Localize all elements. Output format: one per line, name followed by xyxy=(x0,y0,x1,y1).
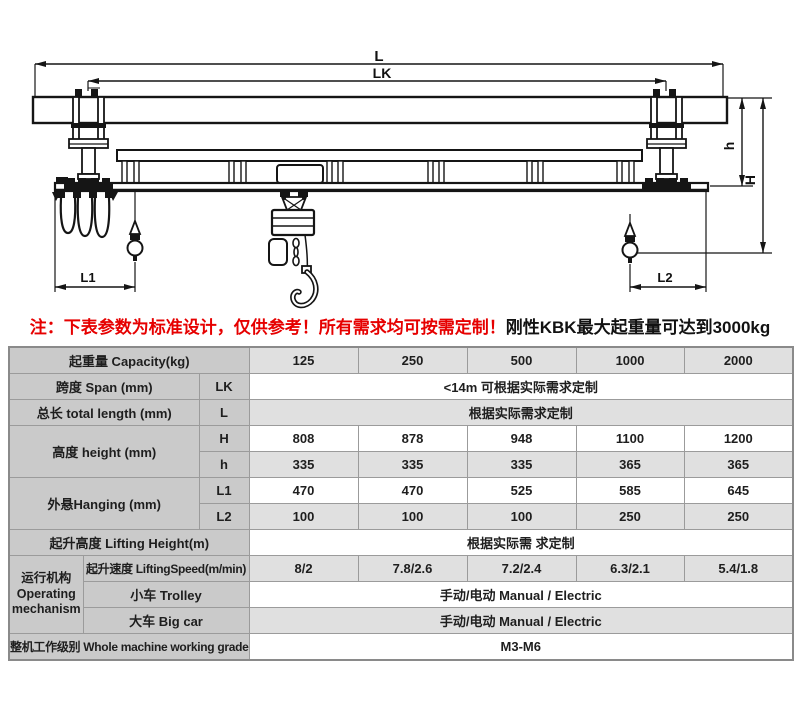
value-cell: 7.8/2.6 xyxy=(357,555,468,582)
operating-mechanism-label: 运行机构 Operating mechanism xyxy=(8,555,84,634)
value-cell: 948 xyxy=(466,425,577,452)
value-cell: 470 xyxy=(248,477,359,504)
value-cell: 250 xyxy=(575,503,685,530)
dimension-hanging-right: L2 xyxy=(629,192,707,292)
dimension-height-small: h xyxy=(721,98,745,186)
value-cell: 125 xyxy=(248,346,359,374)
dimension-height-big: H xyxy=(742,98,766,253)
value-cell: 7.2/2.4 xyxy=(466,555,577,582)
row-lifting-speed: 运行机构 Operating mechanism 起升速度 LiftingSpe… xyxy=(8,555,794,634)
dimension-total-length: L xyxy=(34,48,724,97)
big-car-label: 大车 Big car xyxy=(82,607,250,634)
row-trolley: 小车 Trolley 手动/电动 Manual / Electric xyxy=(9,581,794,608)
value-cell: 500 xyxy=(466,346,577,374)
operating-label-cn: 运行机构 xyxy=(21,571,72,586)
chain-hoist xyxy=(268,191,319,309)
height-H-symbol: H xyxy=(198,425,250,452)
lifting-speed-label: 起升速度 LiftingSpeed(m/min) xyxy=(82,555,250,582)
row-working-grade: 整机工作级别 Whole machine working grade M3-M6 xyxy=(8,633,794,661)
value-cell: 365 xyxy=(575,451,685,478)
value-cell: 335 xyxy=(466,451,577,478)
lifting-height-label: 起升高度 Lifting Height(m) xyxy=(8,529,250,556)
height-label: 高度 height (mm) xyxy=(8,425,200,478)
trolley-value: 手动/电动 Manual / Electric xyxy=(248,581,794,608)
cable-pendant-right xyxy=(621,214,639,264)
big-car-value: 手动/电动 Manual / Electric xyxy=(248,607,794,634)
operating-label-en2: mechanism xyxy=(11,602,81,617)
value-cell: 585 xyxy=(575,477,685,504)
value-cell: 100 xyxy=(248,503,359,530)
working-grade-label: 整机工作级别 Whole machine working grade xyxy=(8,633,250,661)
value-cell: 100 xyxy=(357,503,468,530)
value-cell: 6.3/2.1 xyxy=(575,555,685,582)
festoon-cable-loops xyxy=(52,192,118,239)
dim-label-LK: LK xyxy=(373,65,392,81)
value-cell: 525 xyxy=(466,477,577,504)
note-black-text: 刚性KBK最大起重量可达到3000kg xyxy=(505,318,771,337)
value-cell: 365 xyxy=(683,451,794,478)
trolley-label: 小车 Trolley xyxy=(82,581,250,608)
hanging-label: 外悬Hanging (mm) xyxy=(8,477,200,530)
row-hanging-L2: L2 100 100 100 250 250 xyxy=(9,503,794,530)
row-hanging-L1: 外悬Hanging (mm) L1 470 470 525 585 645 xyxy=(8,477,794,530)
dim-label-L: L xyxy=(374,48,383,65)
value-cell: 1100 xyxy=(575,425,685,452)
total-length-label: 总长 total length (mm) xyxy=(8,399,200,426)
crane-diagram: L LK xyxy=(0,0,800,312)
value-cell: 100 xyxy=(466,503,577,530)
crane-diagram-svg: L LK xyxy=(31,48,772,309)
height-h-symbol: h xyxy=(198,451,250,478)
value-cell: 250 xyxy=(357,346,468,374)
value-cell: 1200 xyxy=(683,425,794,452)
row-height-h: h 335 335 335 365 365 xyxy=(9,451,794,478)
dim-label-H: H xyxy=(742,175,758,185)
value-cell: 2000 xyxy=(683,346,794,374)
row-capacity: 起重量 Capacity(kg) 125 250 500 1000 2000 xyxy=(8,346,794,374)
span-label: 跨度 Span (mm) xyxy=(8,373,200,400)
dim-label-h: h xyxy=(721,142,737,151)
row-span: 跨度 Span (mm) LK <14m 可根据实际需求定制 xyxy=(8,373,794,400)
total-length-symbol: L xyxy=(198,399,250,426)
value-cell: 250 xyxy=(683,503,794,530)
dimension-hanging-left: L1 xyxy=(54,196,136,292)
hanging-L1-symbol: L1 xyxy=(198,477,250,504)
value-cell: 5.4/1.8 xyxy=(683,555,794,582)
value-cell: 335 xyxy=(357,451,468,478)
value-cell: 808 xyxy=(248,425,359,452)
hanging-L2-symbol: L2 xyxy=(198,503,250,530)
row-height-H: 高度 height (mm) H 808 878 948 1100 1200 xyxy=(8,425,794,478)
working-grade-value: M3-M6 xyxy=(248,633,794,661)
value-cell: 335 xyxy=(248,451,359,478)
value-cell: 1000 xyxy=(575,346,685,374)
note-red-text: 注：下表参数为标准设计，仅供参考！所有需求均可按需定制！ xyxy=(29,318,506,337)
chain-container xyxy=(268,238,288,266)
dimension-span: LK xyxy=(87,65,667,91)
bridge-beam xyxy=(53,177,710,193)
dim-label-L1: L1 xyxy=(80,270,95,285)
capacity-label: 起重量 Capacity(kg) xyxy=(8,346,250,374)
value-cell: 645 xyxy=(683,477,794,504)
hook-icon xyxy=(290,269,319,309)
runway-beam xyxy=(31,95,729,125)
value-cell: 8/2 xyxy=(248,555,359,582)
cable-pendant-left xyxy=(126,192,144,262)
span-symbol: LK xyxy=(198,373,250,400)
value-cell: 470 xyxy=(357,477,468,504)
value-cell: 878 xyxy=(357,425,468,452)
total-length-value: 根据实际需求定制 xyxy=(248,399,794,426)
lifting-height-value: 根据实际需 求定制 xyxy=(248,529,794,556)
operating-label-en1: Operating xyxy=(16,586,76,601)
chain-links xyxy=(292,237,300,267)
spec-table: 起重量 Capacity(kg) 125 250 500 1000 2000 跨… xyxy=(8,346,795,661)
dim-label-L2: L2 xyxy=(657,270,672,285)
row-total-length: 总长 total length (mm) L 根据实际需求定制 xyxy=(8,399,794,426)
row-lifting-height: 起升高度 Lifting Height(m) 根据实际需 求定制 xyxy=(8,529,794,556)
note-line: 注：下表参数为标准设计，仅供参考！所有需求均可按需定制！刚性KBK最大起重量可达… xyxy=(0,313,800,338)
row-big-car: 大车 Big car 手动/电动 Manual / Electric xyxy=(9,607,794,634)
bridge-platform xyxy=(116,149,643,185)
span-value: <14m 可根据实际需求定制 xyxy=(248,373,794,400)
